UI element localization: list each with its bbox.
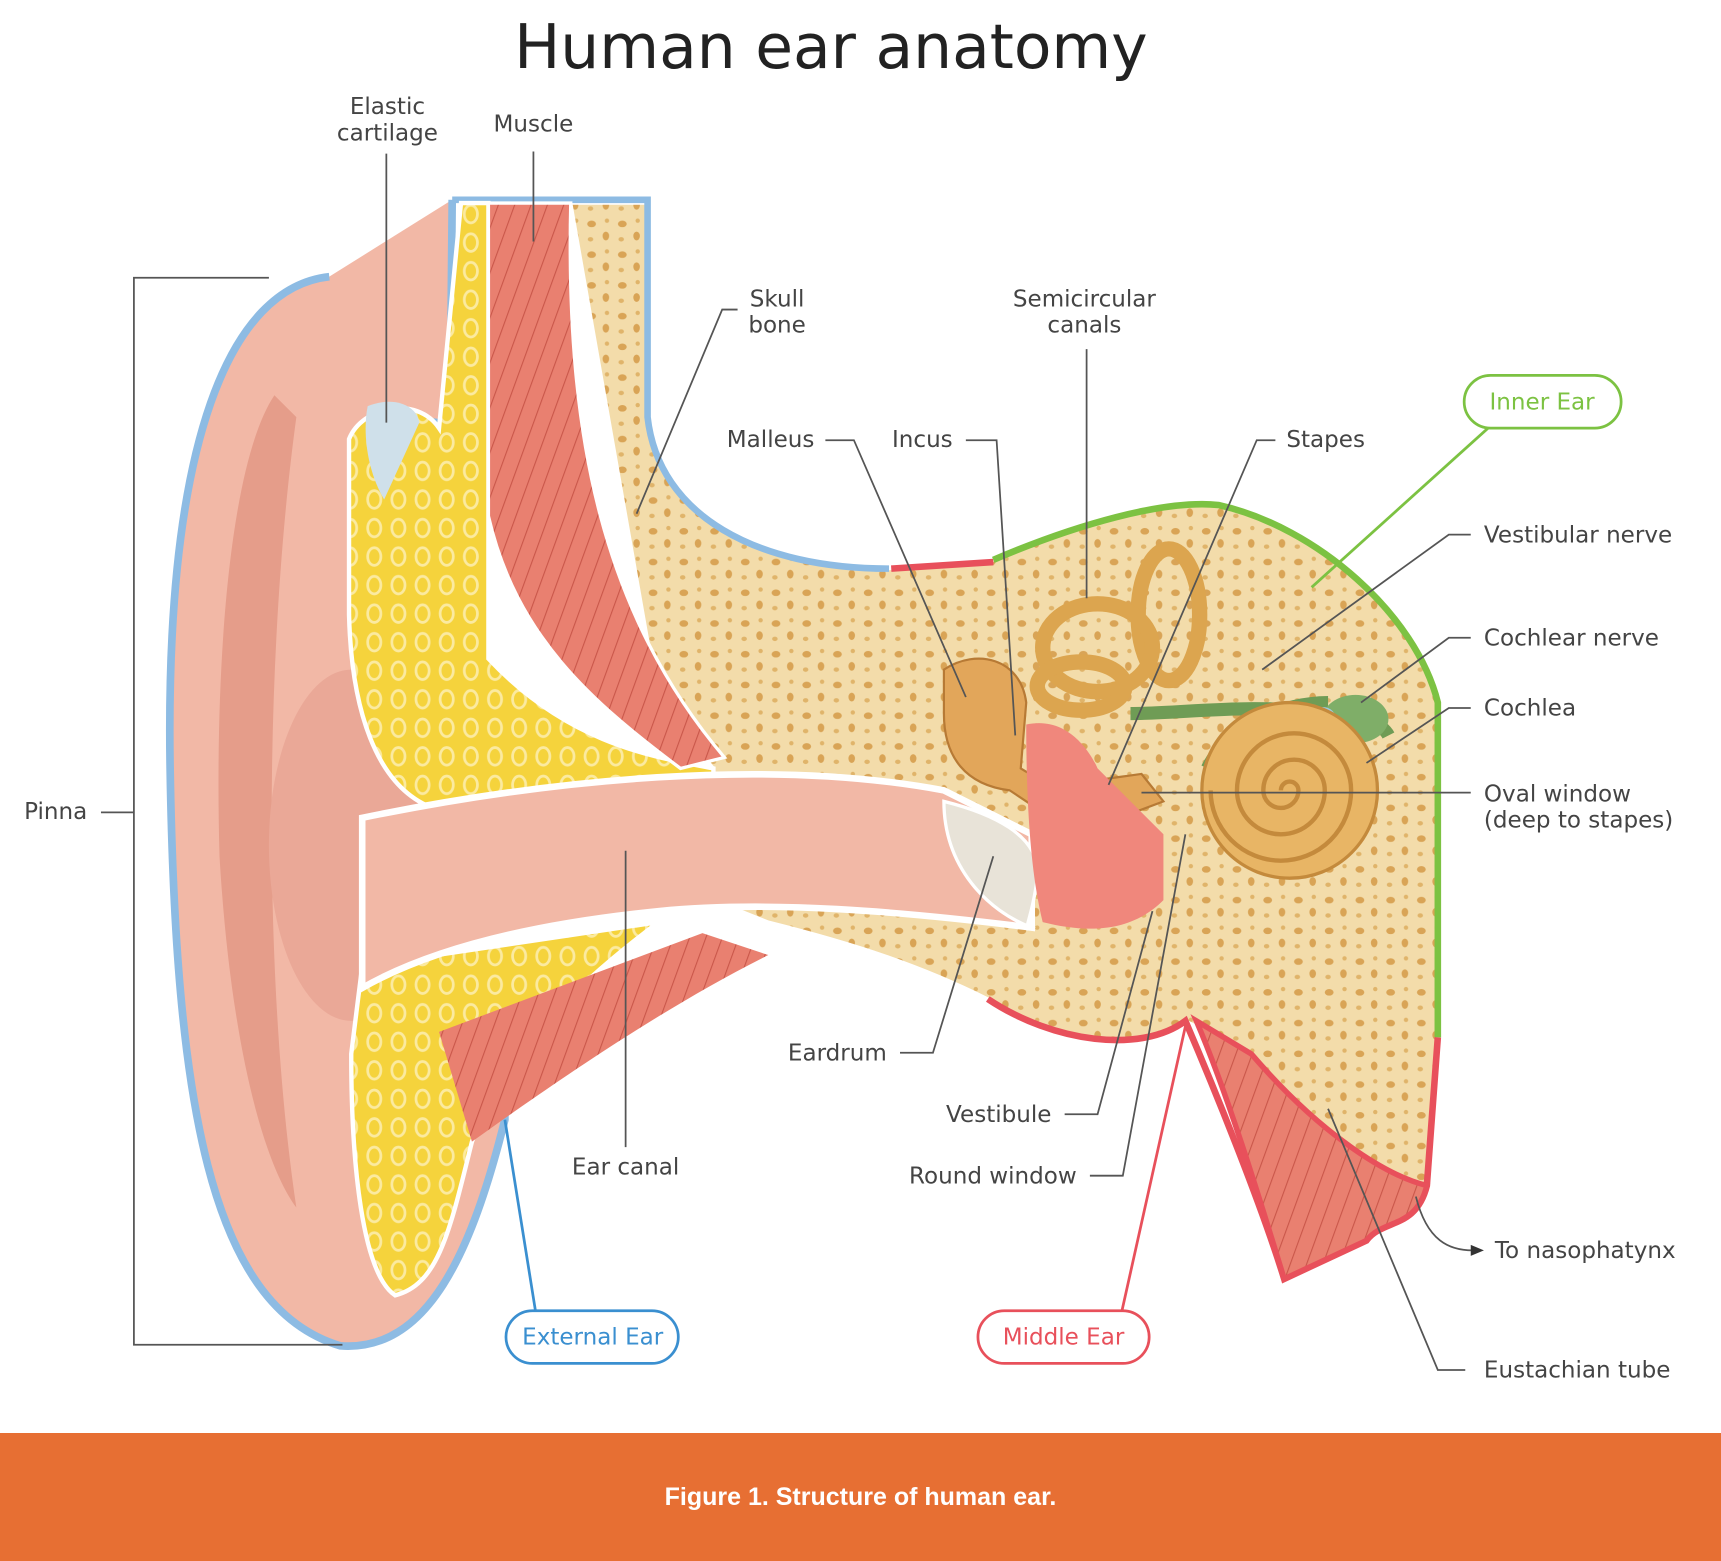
figure-caption-bar: Figure 1. Structure of human ear. [0, 1433, 1721, 1561]
middle-ear-badge: Middle Ear [976, 1309, 1151, 1365]
label-stapes: Stapes [1286, 427, 1365, 453]
diagram-title: Human ear anatomy [514, 12, 1148, 83]
pinna-fold [218, 395, 297, 1208]
inner-ear-badge: Inner Ear [1462, 374, 1623, 430]
middle-ear-border-top [891, 558, 994, 572]
cartilage-plate [365, 401, 420, 500]
semicircular-canals [1029, 541, 1208, 718]
label-skull-bone: Skull [750, 286, 805, 312]
label-oval-window-line2: (deep to stapes) [1484, 808, 1673, 834]
muscle [486, 201, 728, 771]
label-oval-window: Oval window [1484, 781, 1631, 807]
label-muscle: Muscle [494, 112, 574, 138]
label-elastic-cartilage: Elastic [350, 94, 425, 120]
inner-ear-border [992, 500, 1442, 1038]
leader-lines [100, 151, 1492, 1371]
middle-ear-label: Middle Ear [1003, 1325, 1125, 1351]
cochlea-shape [1200, 700, 1380, 880]
label-vestibule: Vestibule [946, 1102, 1051, 1128]
label-cochlear-nerve: Cochlear nerve [1484, 625, 1659, 651]
label-pinna: Pinna [24, 799, 87, 825]
eustachian-tube-shape [1190, 1014, 1431, 1283]
label-skull-bone-line2: bone [748, 313, 806, 339]
label-to-nasopharynx: To nasophatynx [1494, 1238, 1676, 1264]
ear-canal-shape [358, 771, 1036, 994]
label-elastic-cartilage-line2: cartilage [337, 121, 438, 147]
inner-ear-label: Inner Ear [1490, 389, 1596, 415]
external-ear-border [452, 196, 890, 572]
label-incus: Incus [892, 427, 953, 453]
lower-muscle [439, 933, 769, 1142]
label-semicircular-canals-line2: canals [1047, 313, 1121, 339]
external-ear-badge: External Ear [504, 1309, 680, 1365]
middle-ear-cavity [1026, 723, 1164, 929]
label-cochlea: Cochlea [1484, 696, 1576, 722]
label-vestibular-nerve: Vestibular nerve [1484, 522, 1672, 548]
label-ear-canal: Ear canal [572, 1155, 679, 1181]
label-semicircular-canals: Semicircular [1013, 286, 1156, 312]
label-eustachian-tube: Eustachian tube [1484, 1358, 1671, 1384]
external-ear-label: External Ear [522, 1325, 664, 1351]
label-malleus: Malleus [727, 427, 815, 453]
figure-caption: Figure 1. Structure of human ear. [664, 1482, 1057, 1511]
arrow-head-icon [1470, 1244, 1484, 1256]
label-eardrum: Eardrum [788, 1040, 887, 1066]
label-round-window: Round window [909, 1163, 1077, 1189]
